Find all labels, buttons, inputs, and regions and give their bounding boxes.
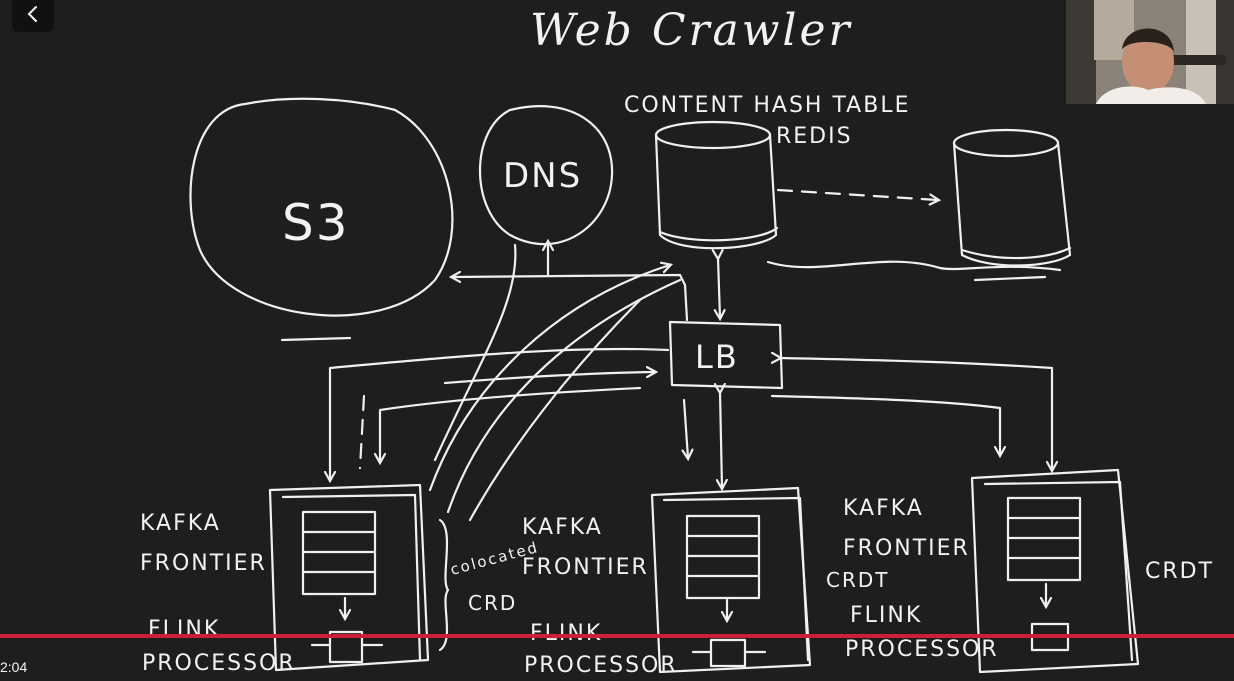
- lb-redis-arrow: [718, 258, 720, 318]
- middle-flink-label: FLINK: [530, 621, 602, 646]
- middle-processor-label: PROCESSOR: [524, 653, 678, 678]
- squiggle-line: [766, 260, 1062, 272]
- left-to-lb-arrow: [443, 372, 655, 385]
- left-node-box: [268, 483, 430, 672]
- dns-node: DNS: [478, 105, 614, 246]
- lb-to-right-arrow: [770, 394, 1000, 455]
- left-frontier-label: FRONTIER: [140, 551, 267, 576]
- lb-to-left-arrow: [330, 347, 670, 480]
- middle-kafka-label: KAFKA: [522, 515, 603, 540]
- back-button[interactable]: [12, 0, 54, 32]
- right-kafka-label: KAFKA: [843, 496, 924, 521]
- video-timecode: 2:04: [0, 659, 28, 675]
- middle-frontier-label: FRONTIER: [522, 555, 649, 580]
- webcam-scene: [1066, 0, 1234, 104]
- curve-left-to-dns-2: [468, 298, 642, 522]
- dns-circle: [478, 105, 614, 246]
- crdt-middle-annotation: CRDT: [826, 568, 889, 592]
- lb-up-line: [683, 283, 689, 322]
- redis-cylinder-primary: [654, 120, 779, 250]
- left-kafka-label: KAFKA: [140, 511, 221, 536]
- curve-left-to-redis-1: [428, 265, 670, 492]
- right-processor-label: PROCESSOR: [845, 637, 999, 662]
- right-crdt-label: CRDT: [1145, 559, 1214, 584]
- lb-right-bidirectional: [780, 358, 1052, 470]
- crd-annotation: CRD: [468, 591, 517, 615]
- right-frontier-label: FRONTIER: [843, 536, 970, 561]
- presenter-webcam: [1066, 0, 1234, 104]
- brace: [438, 518, 450, 652]
- lb-to-middle-arrow: [684, 398, 688, 458]
- left-flink-label: FLINK: [148, 617, 220, 642]
- diagram-title: Web Crawler: [530, 5, 853, 56]
- s3-underline: [280, 336, 352, 342]
- left-processor-label: PROCESSOR: [142, 651, 296, 676]
- lb-label: LB: [695, 338, 739, 376]
- chevron-left-icon: [27, 6, 37, 22]
- curve-left-to-redis-2: [446, 278, 682, 514]
- lb-node: LB: [668, 320, 784, 390]
- curve-left-to-dns: [433, 243, 517, 462]
- s3-label: S3: [282, 194, 350, 252]
- dns-label: DNS: [503, 156, 582, 196]
- dashed-left: [358, 394, 366, 470]
- replication-arrow: [776, 188, 938, 200]
- redis-cylinder-replica: [952, 128, 1072, 282]
- s3-node: S3: [189, 97, 454, 342]
- lb-to-left-arrow-2: [380, 386, 642, 462]
- s3-circle: [189, 97, 454, 317]
- redis-label: REDIS: [776, 124, 853, 149]
- video-progress-bar[interactable]: [0, 634, 1234, 638]
- to-s3-arrow: [452, 275, 687, 287]
- middle-node-box: [650, 486, 812, 674]
- right-flink-label: FLINK: [850, 603, 922, 628]
- lb-middle-bidirectional: [720, 392, 722, 488]
- content-hash-table-label: CONTENT HASH TABLE: [624, 93, 911, 118]
